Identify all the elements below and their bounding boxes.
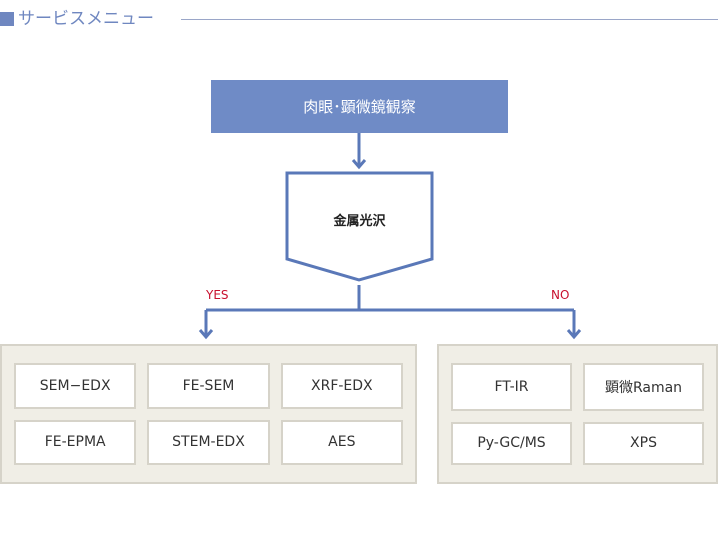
no-methods-group: FT-IR 顕微Raman Py-GC/MS XPS bbox=[437, 344, 718, 484]
header-divider bbox=[181, 19, 718, 20]
method-stem-edx: STEM-EDX bbox=[147, 419, 270, 465]
yes-methods-group: SEM−EDX FE-SEM XRF-EDX FE-EPMA STEM-EDX … bbox=[0, 344, 417, 484]
method-fe-sem: FE-SEM bbox=[147, 363, 270, 409]
page-title: サービスメニュー bbox=[18, 9, 154, 29]
method-fe-epma: FE-EPMA bbox=[14, 419, 137, 465]
method-aes: AES bbox=[280, 419, 403, 465]
no-branch-label: NO bbox=[551, 288, 570, 302]
method-ft-ir: FT-IR bbox=[451, 363, 572, 411]
method-sem-edx: SEM−EDX bbox=[14, 363, 137, 409]
method-micro-raman: 顕微Raman bbox=[583, 363, 704, 411]
header-square-icon bbox=[0, 12, 14, 26]
visual-inspection-node: 肉眼･顕微鏡観察 bbox=[211, 80, 508, 133]
method-py-gc-ms: Py-GC/MS bbox=[451, 421, 572, 465]
metallic-luster-question: 金属光沢 bbox=[333, 214, 386, 229]
page-header: サービスメニュー bbox=[0, 8, 718, 32]
method-xrf-edx: XRF-EDX bbox=[280, 363, 403, 409]
arrowhead-decision-icon bbox=[351, 159, 367, 170]
arrowhead-yes-icon bbox=[198, 329, 214, 340]
yes-branch-label: YES bbox=[206, 288, 229, 302]
method-xps: XPS bbox=[583, 421, 704, 465]
arrowhead-no-icon bbox=[566, 329, 582, 340]
decision-node bbox=[285, 171, 434, 282]
